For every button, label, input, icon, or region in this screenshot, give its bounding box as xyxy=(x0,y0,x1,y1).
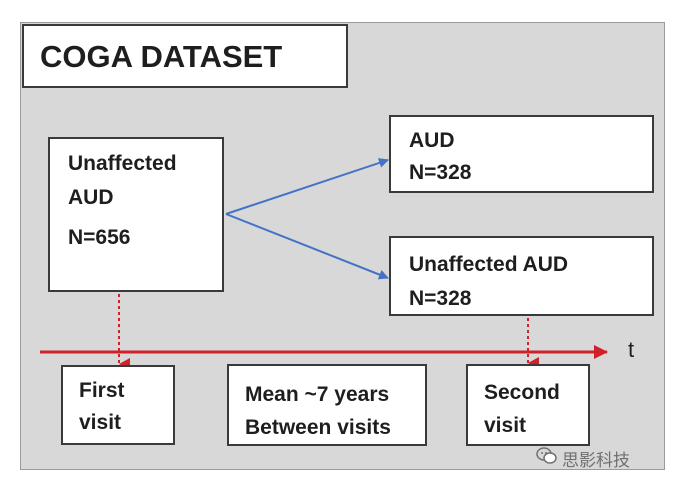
second-visit-line2: visit xyxy=(484,414,527,437)
outcome-unaffected-label: Unaffected AUD xyxy=(409,253,569,276)
baseline-label-line1: Unaffected xyxy=(68,152,177,175)
outcome-aud-count: N=328 xyxy=(409,161,472,184)
interval-line1: Mean ~7 years xyxy=(245,383,390,406)
page-title: COGA DATASET xyxy=(40,39,283,74)
branch-arrow-unaffected xyxy=(225,213,389,280)
first-visit-box: First visit xyxy=(61,365,175,445)
time-axis-label: t xyxy=(628,337,635,362)
second-visit-box: Second visit xyxy=(466,364,590,446)
interval-line2: Between visits xyxy=(245,416,391,439)
second-visit-line1: Second xyxy=(484,381,560,404)
watermark-text: 思影科技 xyxy=(562,451,630,470)
outcome-unaffected-count: N=328 xyxy=(409,287,472,310)
first-visit-line2: visit xyxy=(79,411,122,434)
outcome-unaffected-box: Unaffected AUD N=328 xyxy=(389,236,654,316)
baseline-group-box: Unaffected AUD N=656 xyxy=(48,137,224,292)
baseline-count: N=656 xyxy=(68,226,131,249)
title-box: COGA DATASET xyxy=(22,24,348,88)
interval-box: Mean ~7 years Between visits xyxy=(227,364,427,446)
wechat-icon xyxy=(536,447,557,464)
branch-arrow-aud xyxy=(225,158,389,215)
outcome-aud-label: AUD xyxy=(409,129,455,152)
first-visit-line1: First xyxy=(79,379,125,402)
outcome-aud-box: AUD N=328 xyxy=(389,115,654,193)
baseline-label-line2: AUD xyxy=(68,186,114,209)
